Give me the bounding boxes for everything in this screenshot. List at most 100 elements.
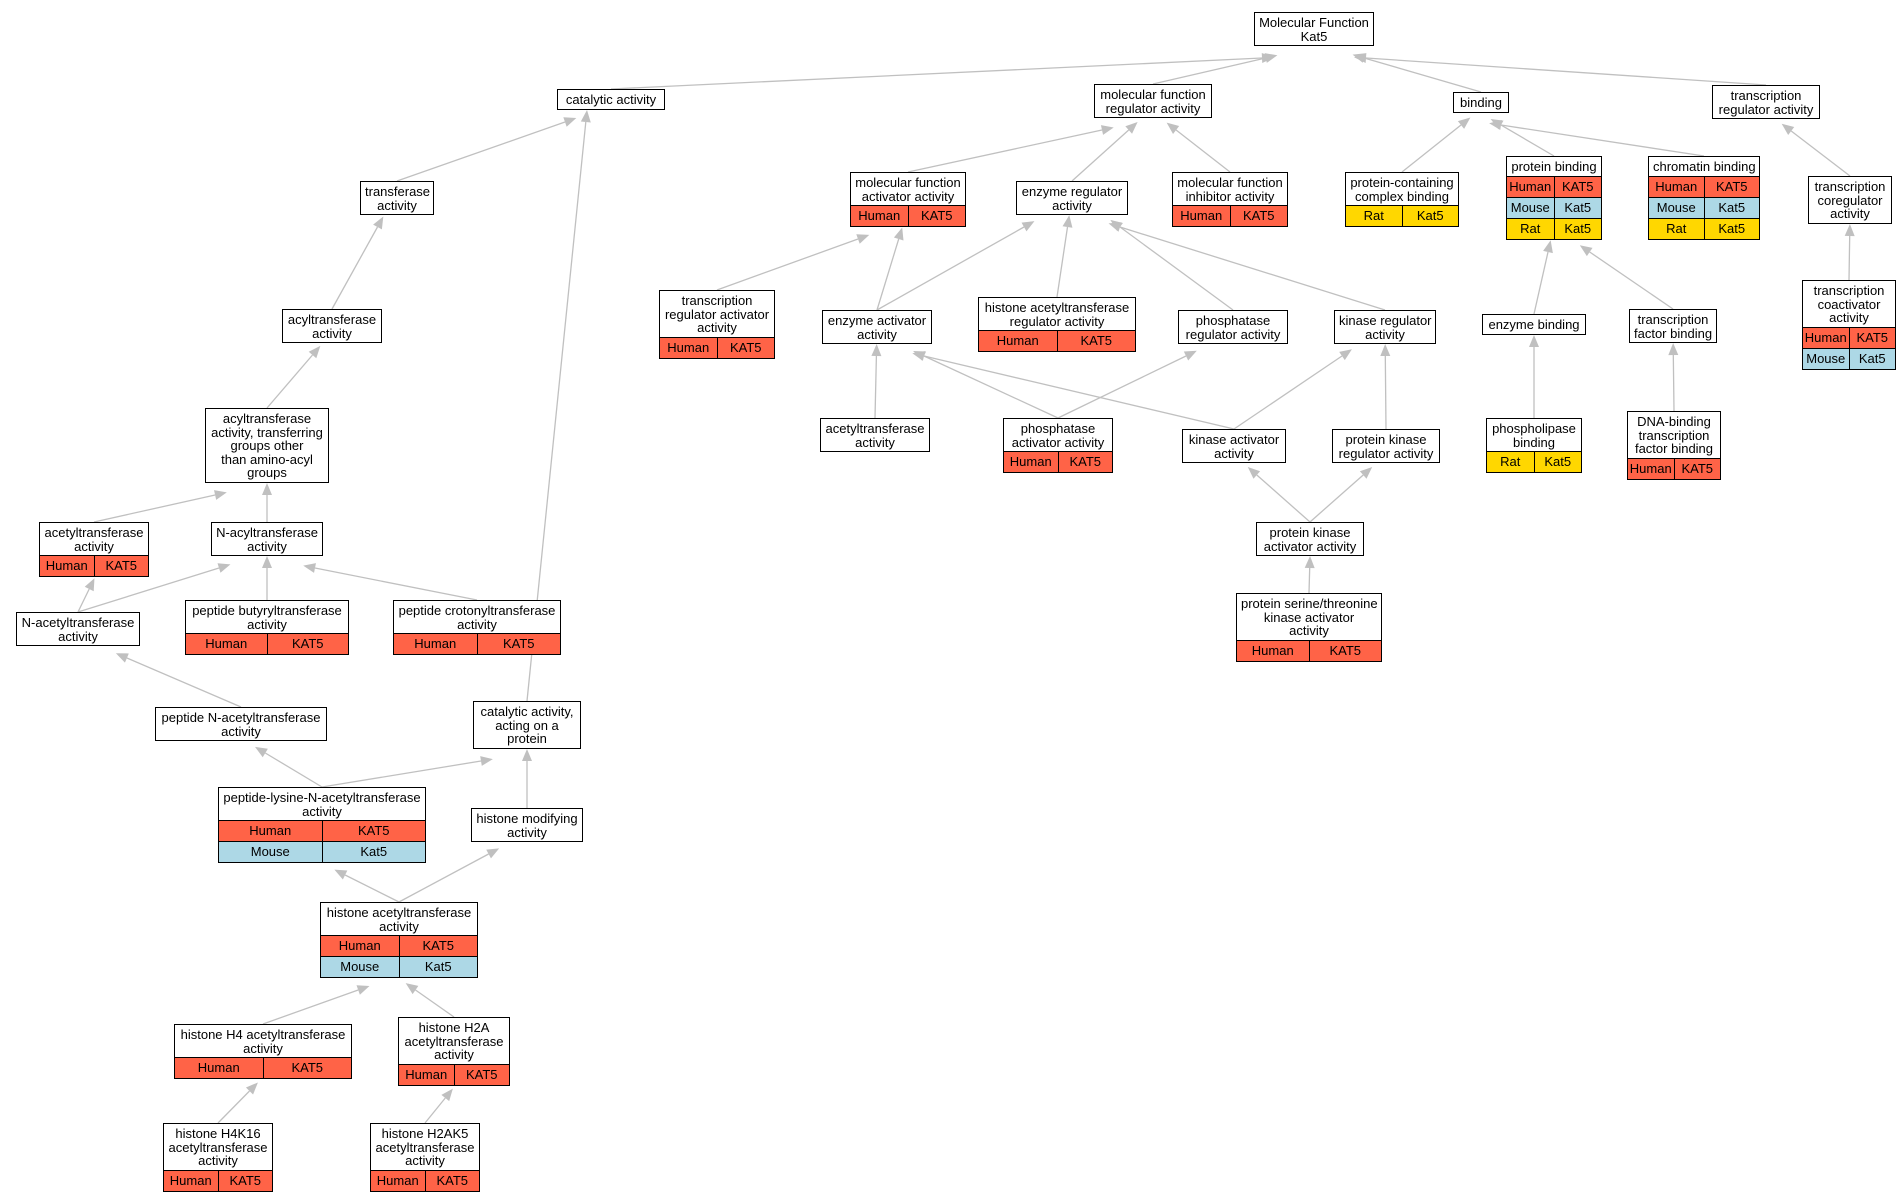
node-title-line: histone modifying [476,811,578,826]
edge-treg-to-mf [1365,57,1767,86]
node-title-line: peptide butyryltransferase [192,603,342,618]
edge-pkact-to-pkreg [1309,474,1364,523]
species-cell: Human [338,938,381,953]
edge-arrowhead [912,351,926,361]
edge-arrowhead [563,117,577,127]
edge-pcomplex-to-binding [1401,124,1462,173]
edge-h4k16-to-h4at [217,1090,250,1124]
gene-cell: KAT5 [217,1170,273,1191]
gene-cell: Kat5 [321,842,426,862]
node-title-line: peptide crotonyltransferase [398,603,556,618]
species-cell: Human [405,1066,448,1082]
edge-arrowhead [1183,350,1197,361]
node-title-line: protein [507,731,547,746]
edge-arrowhead [580,110,591,123]
gene-cell: Kat5 [1401,206,1459,226]
gene-cell: Kat5 [1848,348,1896,369]
node-title-line: molecular function [1100,87,1206,102]
node-title-line: activity [221,723,261,739]
node-title-line: factor binding [1634,441,1714,456]
edge-mfact-to-mfreg [907,129,1103,173]
species-cell: Mouse [1806,350,1846,366]
edge-arrowhead [1264,53,1278,63]
node-title-line: transcription [1638,427,1710,443]
edge-arrowhead [1304,556,1315,569]
edge-catalytic-to-mf [610,57,1263,90]
node-title-line: activator activity [1263,538,1357,554]
node-title-line: inhibitor activity [1185,188,1275,204]
edge-acetylact-to-enzact [874,355,878,419]
node-title-line: transcription [1814,179,1886,194]
edge-arrowhead [1844,224,1855,237]
node-title-line: regulator activity [1105,100,1201,116]
edge-arrowhead [373,216,384,230]
node-title-line: activator activity [861,188,955,204]
node-title-line: regulator activity [1185,326,1281,342]
node-title-line: activity [457,616,497,632]
node-title-line: regulator activity [1718,101,1814,117]
node-title-line: acetyltransferase [404,1033,504,1049]
node-title-line: activity [434,1047,474,1062]
edge-dnatf-to-tfbind [1672,354,1675,412]
edge-arrowhead [1062,215,1073,228]
node-title-line: enzyme binding [1488,317,1580,332]
edge-arrowhead [115,653,129,663]
edge-hat-to-histmod [398,853,489,903]
species-cell: Mouse [1656,199,1696,215]
edge-h2aat-to-hat [415,989,455,1018]
edge-arrowhead [405,983,419,995]
node-title-line: histone H2AK5 [381,1126,469,1141]
node-title-line: activity [1289,623,1329,638]
edge-hat-to-plysine [344,874,400,903]
edge-arrowhead [308,345,321,359]
edge-arrowhead [262,556,272,568]
node-title-line: coactivator [1817,296,1881,312]
edge-arrowhead [356,985,370,995]
edge-kinreg-to-enzreg [1119,226,1386,311]
node-title-line: Kat5 [1300,28,1328,44]
gene-cell: KAT5 [1229,206,1288,226]
edge-enzreg-to-mfreg [1071,129,1130,182]
gene-cell: KAT5 [93,556,149,576]
node-title: chromatin binding [1649,157,1759,176]
gene-cell: Kat5 [398,957,478,977]
node-title-line: catalytic activity, [480,704,574,719]
node-title-line: kinase activator [1188,432,1280,447]
node-title-line: enzyme activator [827,313,927,328]
node-title-line: acetyltransferase [168,1139,268,1155]
edge-pnacetyl-to-nacetyl [126,657,242,708]
edge-h2ak5-to-h2aat [424,1097,446,1124]
edge-phosact-to-enzact [923,355,1059,419]
node-title: binding [1454,93,1508,112]
species-cell: Human [1251,642,1294,658]
node-title-line: histone H4 acetyltransferase [180,1027,346,1042]
node-title-line: groups [247,465,287,480]
edge-arrowhead [522,749,532,761]
